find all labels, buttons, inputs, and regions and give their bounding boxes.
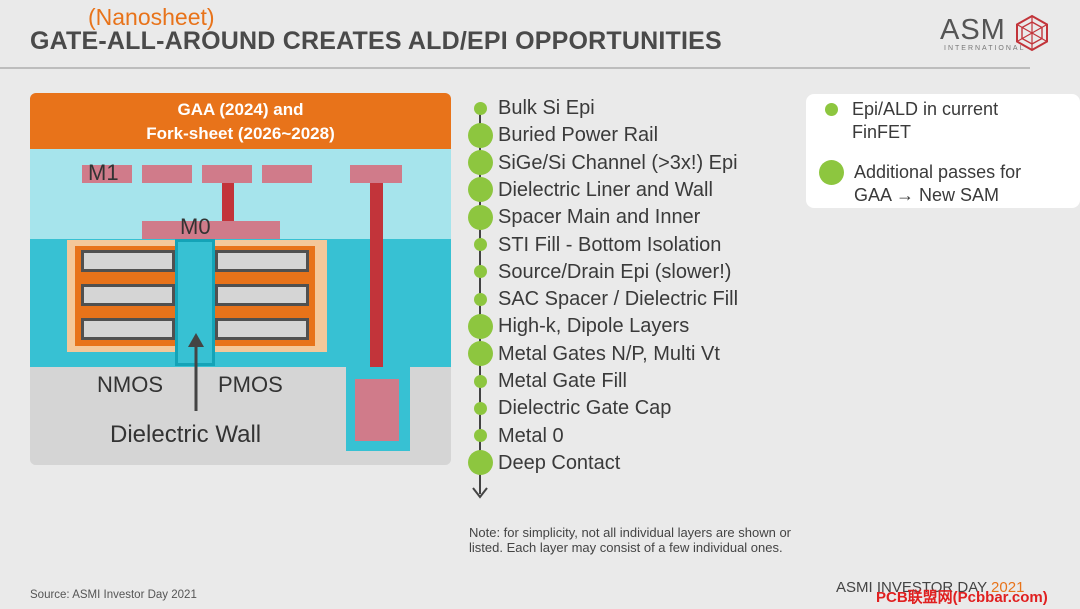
process-step-label: Metal Gate Fill bbox=[498, 370, 627, 392]
process-step-label: Bulk Si Epi bbox=[498, 97, 595, 119]
current-process-dot bbox=[473, 401, 487, 415]
process-step-label: Deep Contact bbox=[498, 451, 621, 474]
asm-logo-icon bbox=[1016, 14, 1048, 52]
slide-title: GATE-ALL-AROUND CREATES ALD/EPI OPPORTUN… bbox=[30, 27, 722, 55]
legend: Epi/ALD in current FinFET Additional pas… bbox=[806, 94, 1080, 208]
footnote: Note: for simplicity, not all individual… bbox=[469, 525, 792, 555]
current-process-dot bbox=[473, 429, 487, 443]
nanosheet bbox=[215, 284, 309, 306]
deep-contact-pad bbox=[355, 379, 399, 441]
m1-pad bbox=[350, 165, 402, 183]
m1-pad bbox=[82, 165, 132, 183]
additional-pass-dot bbox=[467, 122, 493, 148]
m1-label: M1 bbox=[88, 160, 119, 185]
nmos-label: NMOS bbox=[97, 372, 163, 397]
legend-additional: Additional passes for GAA → New SAM bbox=[854, 161, 1021, 207]
title-divider bbox=[0, 67, 1030, 69]
nanosheet bbox=[81, 284, 175, 306]
up-arrow-icon bbox=[188, 333, 204, 411]
m1-m0-via bbox=[222, 183, 234, 221]
process-step-label: STI Fill - Bottom Isolation bbox=[498, 233, 722, 256]
process-step-label: Dielectric Gate Cap bbox=[498, 397, 672, 420]
process-step-label: SiGe/Si Channel (>3x!) Epi bbox=[498, 151, 738, 174]
m1-pad bbox=[262, 165, 312, 183]
logo-text: ASM bbox=[940, 14, 1006, 46]
dielectric-wall bbox=[175, 239, 215, 366]
nanosheet bbox=[81, 318, 175, 340]
nanosheet bbox=[81, 250, 175, 272]
process-step-label: Metal 0 bbox=[498, 424, 564, 447]
additional-pass-dot bbox=[467, 313, 493, 339]
legend-current-line1: Epi/ALD in current bbox=[852, 99, 999, 119]
m0-pad bbox=[142, 221, 280, 239]
process-step-label: Source/Drain Epi (slower!) bbox=[498, 260, 732, 283]
nanosheet bbox=[215, 250, 309, 272]
additional-pass-dot bbox=[467, 341, 493, 367]
process-step-label: Spacer Main and Inner bbox=[498, 206, 701, 229]
diagram-header: GAA (2024) and Fork-sheet (2026~2028) bbox=[30, 93, 451, 149]
diagram-header-line2: Fork-sheet (2026~2028) bbox=[146, 124, 335, 143]
m1-pad bbox=[142, 165, 192, 183]
current-process-dot bbox=[473, 238, 487, 251]
current-process-dot bbox=[473, 374, 487, 388]
legend-current-line2: FinFET bbox=[852, 122, 912, 142]
deep-contact-via bbox=[370, 183, 383, 383]
m1-pad bbox=[202, 165, 252, 183]
current-process-dot bbox=[825, 103, 838, 116]
additional-pass-dot bbox=[467, 204, 493, 230]
current-process-dot bbox=[473, 265, 487, 279]
current-process-dot bbox=[473, 101, 487, 115]
timeline-arrow-icon bbox=[472, 487, 488, 499]
process-step-label: High-k, Dipole Layers bbox=[498, 315, 690, 338]
current-process-dot bbox=[473, 292, 487, 306]
footer-year: 2021 bbox=[991, 579, 1025, 596]
process-step-label: Dielectric Liner and Wall bbox=[498, 178, 713, 201]
additional-pass-dot bbox=[819, 160, 844, 185]
gaa-forksheet-diagram: GAA (2024) and Fork-sheet (2026~2028) M1… bbox=[30, 93, 451, 465]
footer-event: ASMI INVESTOR DAY 2021 bbox=[836, 579, 1024, 596]
process-step-label: SAC Spacer / Dielectric Fill bbox=[498, 288, 739, 311]
additional-pass-dot bbox=[467, 177, 493, 203]
pmos-label: PMOS bbox=[218, 372, 283, 397]
dielectric-wall-label: Dielectric Wall bbox=[110, 421, 262, 448]
nanosheet bbox=[215, 318, 309, 340]
legend-additional-line2: GAA → New SAM bbox=[854, 185, 1000, 205]
diagram-header-line1: GAA (2024) and bbox=[177, 100, 304, 119]
additional-pass-dot bbox=[467, 450, 493, 476]
logo-subtext: INTERNATIONAL bbox=[944, 45, 1026, 52]
source-citation: Source: ASMI Investor Day 2021 bbox=[30, 589, 197, 601]
watermark: PCB联盟网(Pcbbar.com) bbox=[876, 589, 1048, 606]
legend-current: Epi/ALD in current FinFET bbox=[852, 98, 998, 144]
footer-text: ASMI INVESTOR DAY bbox=[836, 579, 992, 596]
m0-label: M0 bbox=[180, 214, 211, 239]
title-annotation: (Nanosheet) bbox=[88, 4, 215, 30]
process-step-label: Buried Power Rail bbox=[498, 124, 659, 147]
process-step-label: Metal Gates N/P, Multi Vt bbox=[498, 342, 720, 365]
legend-additional-line1: Additional passes for bbox=[854, 162, 1022, 182]
additional-pass-dot bbox=[467, 150, 493, 176]
